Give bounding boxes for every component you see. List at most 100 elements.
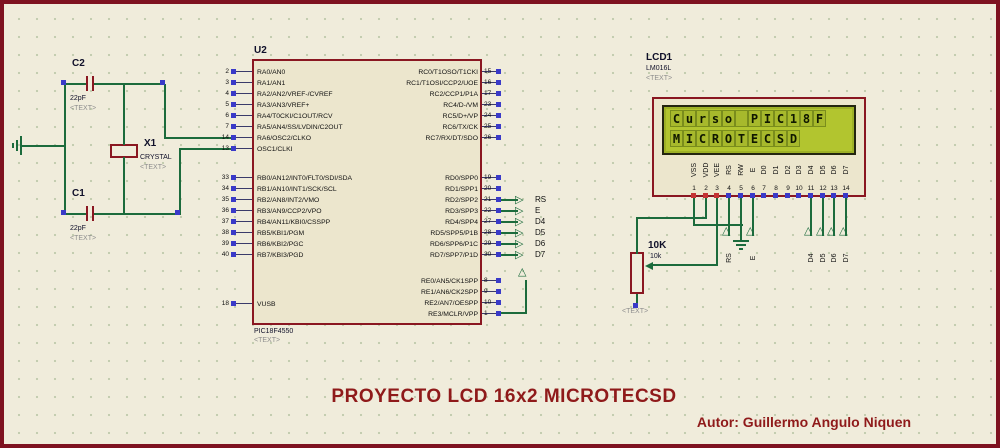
capacitor-plate-icon[interactable] — [86, 206, 88, 221]
lcd-terminal-wire[interactable] — [833, 198, 835, 236]
capacitor-plate-icon[interactable] — [86, 76, 88, 91]
mcu-pin-node[interactable] — [496, 91, 501, 96]
mcu-pin-node[interactable] — [496, 208, 501, 213]
lcd-pin-node[interactable] — [750, 193, 755, 198]
mcu-pin-node[interactable] — [231, 252, 236, 257]
terminal-arrow-icon[interactable]: ▷ — [515, 237, 524, 250]
wire[interactable] — [64, 84, 66, 214]
wire[interactable] — [693, 198, 695, 226]
mcu-pin-node[interactable] — [231, 186, 236, 191]
mcu-pin-node[interactable] — [231, 69, 236, 74]
mcu-pin-node[interactable] — [231, 80, 236, 85]
lcd-pin-node[interactable] — [761, 193, 766, 198]
mcu-pin-node[interactable] — [231, 301, 236, 306]
lcd-pin-node[interactable] — [738, 193, 743, 198]
capacitor-plate-icon[interactable] — [92, 206, 94, 221]
lcd-pin-node[interactable] — [703, 193, 708, 198]
terminal-wire[interactable] — [501, 254, 518, 256]
lcd-terminal-arrow-icon[interactable]: △ — [746, 224, 755, 237]
mcu-pin-node[interactable] — [496, 102, 501, 107]
terminal-wire[interactable] — [501, 232, 518, 234]
junction-node[interactable] — [175, 210, 180, 215]
mcu-pin-node[interactable] — [231, 135, 236, 140]
mcu-pin-node[interactable] — [231, 124, 236, 129]
lcd-pin-node[interactable] — [714, 193, 719, 198]
terminal-arrow-icon[interactable]: ▷ — [515, 215, 524, 228]
mcu-pin-node[interactable] — [496, 311, 501, 316]
wire[interactable] — [123, 84, 125, 145]
wire[interactable] — [525, 280, 527, 314]
lcd-pin-node[interactable] — [785, 193, 790, 198]
wire[interactable] — [164, 84, 166, 139]
mcu-pin-node[interactable] — [231, 219, 236, 224]
wire[interactable] — [653, 264, 718, 266]
mcu-pin-node[interactable] — [231, 91, 236, 96]
wire[interactable] — [94, 213, 181, 215]
terminal-wire[interactable] — [501, 243, 518, 245]
mcu-pin-node[interactable] — [496, 300, 501, 305]
mcu-pin-node[interactable] — [496, 124, 501, 129]
lcd-terminal-wire[interactable] — [845, 198, 847, 236]
terminal-wire[interactable] — [501, 221, 518, 223]
mcu-pin-node[interactable] — [496, 69, 501, 74]
crystal-body[interactable] — [110, 144, 138, 158]
mcu-body[interactable] — [252, 59, 482, 325]
mcu-pin-node[interactable] — [231, 208, 236, 213]
lcd-pin-node[interactable] — [808, 193, 813, 198]
mcu-pin-node[interactable] — [496, 230, 501, 235]
lcd-terminal-wire[interactable] — [752, 198, 754, 236]
mcu-pin-node[interactable] — [496, 289, 501, 294]
lcd-pin-node[interactable] — [796, 193, 801, 198]
wire[interactable] — [22, 145, 66, 147]
mclr-terminal-arrow-icon[interactable]: △ — [518, 265, 527, 278]
mcu-pin-node[interactable] — [496, 219, 501, 224]
terminal-arrow-icon[interactable]: ▷ — [515, 193, 524, 206]
mcu-pin-node[interactable] — [231, 146, 236, 151]
wire[interactable] — [740, 198, 742, 240]
mcu-pin-node[interactable] — [231, 102, 236, 107]
mcu-pin-node[interactable] — [496, 186, 501, 191]
mcu-pin-node[interactable] — [496, 113, 501, 118]
junction-node[interactable] — [633, 303, 638, 308]
mcu-pin-node[interactable] — [496, 278, 501, 283]
lcd-terminal-arrow-icon[interactable]: △ — [804, 224, 813, 237]
lcd-terminal-wire[interactable] — [810, 198, 812, 236]
junction-node[interactable] — [160, 80, 165, 85]
wire[interactable] — [179, 150, 181, 215]
mcu-pin-node[interactable] — [496, 241, 501, 246]
mcu-pin-node[interactable] — [231, 175, 236, 180]
lcd-terminal-wire[interactable] — [822, 198, 824, 236]
lcd-terminal-arrow-icon[interactable]: △ — [816, 224, 825, 237]
junction-node[interactable] — [61, 80, 66, 85]
lcd-pin-node[interactable] — [820, 193, 825, 198]
mcu-pin-node[interactable] — [496, 80, 501, 85]
wire[interactable] — [636, 217, 707, 219]
wire[interactable] — [501, 312, 527, 314]
wire[interactable] — [693, 224, 743, 226]
lcd-terminal-wire[interactable] — [728, 198, 730, 236]
wire[interactable] — [66, 213, 87, 215]
mcu-pin-node[interactable] — [231, 241, 236, 246]
lcd-pin-node[interactable] — [726, 193, 731, 198]
lcd-terminal-arrow-icon[interactable]: △ — [722, 224, 731, 237]
mcu-pin-node[interactable] — [231, 230, 236, 235]
terminal-arrow-icon[interactable]: ▷ — [515, 204, 524, 217]
lcd-pin-node[interactable] — [773, 193, 778, 198]
wire[interactable] — [716, 198, 718, 266]
mcu-pin-node[interactable] — [496, 135, 501, 140]
potentiometer-body[interactable] — [630, 252, 644, 294]
wire[interactable] — [705, 198, 707, 219]
lcd-screen[interactable] — [662, 105, 856, 155]
terminal-wire[interactable] — [501, 199, 518, 201]
mcu-pin-node[interactable] — [231, 197, 236, 202]
wire[interactable] — [164, 137, 234, 139]
terminal-arrow-icon[interactable]: ▷ — [515, 248, 524, 261]
terminal-wire[interactable] — [501, 210, 518, 212]
lcd-pin-node[interactable] — [691, 193, 696, 198]
mcu-pin-node[interactable] — [496, 197, 501, 202]
junction-node[interactable] — [61, 210, 66, 215]
terminal-arrow-icon[interactable]: ▷ — [515, 226, 524, 239]
wire[interactable] — [636, 294, 638, 306]
mcu-pin-node[interactable] — [496, 175, 501, 180]
lcd-terminal-arrow-icon[interactable]: △ — [827, 224, 836, 237]
